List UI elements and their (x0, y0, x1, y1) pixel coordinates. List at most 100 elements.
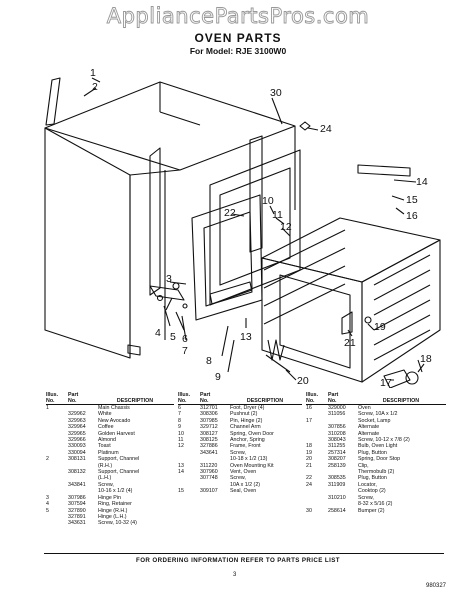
part-no-cell: 329962 (68, 411, 86, 418)
parts-row: 311056 Screw, 10A x 1/2 (306, 411, 446, 417)
callout-13: 13 (240, 331, 252, 343)
illus-no-cell: 4 (46, 501, 49, 508)
callout-20: 20 (297, 375, 309, 387)
part-no-cell: 330094 (68, 449, 86, 456)
callout-12: 12 (280, 221, 292, 233)
description-cell: Screw, (230, 475, 246, 482)
illus-no-cell: 21 (306, 462, 312, 469)
description-cell: Hinge Pin (98, 494, 121, 501)
description-cell: Cooktop (2) (358, 488, 386, 495)
callout-14: 14 (416, 176, 428, 188)
part-no-cell: 308125 (200, 437, 218, 444)
part-no-cell: 308535 (328, 475, 346, 482)
part-no-cell: 309107 (200, 488, 218, 495)
header-illus-no: Illus. No. (306, 392, 328, 405)
part-no-cell: 308131 (68, 456, 86, 463)
footer-rule (44, 553, 444, 554)
description-cell: Alternate (358, 424, 380, 431)
part-no-cell: 308132 (68, 469, 86, 476)
part-no-cell (68, 405, 98, 412)
part-no-cell: 308306 (200, 411, 218, 418)
illus-no-cell: 15 (178, 488, 184, 495)
part-no-cell: 329966 (68, 437, 86, 444)
description-cell: 10-18 x 1/2 (13) (230, 456, 268, 463)
header-part-no: Part No. (200, 392, 230, 405)
description-cell: Plug, Button (358, 449, 387, 456)
callout-19: 19 (374, 321, 386, 333)
description-cell: Golden Harvest (98, 430, 135, 437)
illus-no-cell: 14 (178, 469, 184, 476)
oven-cavity-side (361, 239, 441, 383)
part-no-cell: 257314 (328, 449, 346, 456)
description-cell: Pin, Hinge (2) (230, 417, 263, 424)
part-no-cell: 329963 (68, 417, 86, 424)
illus-no-cell: 20 (306, 456, 312, 463)
callout-24: 24 (320, 123, 332, 135)
illus-no-cell (46, 520, 68, 526)
watermark: AppliancePartsPros.com (106, 4, 370, 29)
header-part-no: Part No. (328, 392, 358, 405)
parts-row: (L.H.) (46, 475, 174, 481)
illus-no-cell: 24 (306, 481, 312, 488)
part-no-cell: 311056 (328, 411, 346, 418)
description-cell: Clip, (358, 462, 369, 469)
part-no-cell: 308207 (328, 456, 346, 463)
callout-10: 10 (262, 195, 274, 207)
description-cell: (R.H.) (98, 462, 113, 469)
callout-labels: 1 2 30 24 14 15 16 22 10 11 12 3 5 4 6 7… (90, 67, 432, 388)
illus-no-cell: 22 (306, 475, 312, 482)
callout-2: 2 (92, 81, 98, 93)
description-cell: Locator, (358, 481, 377, 488)
chassis-front (44, 127, 131, 359)
illus-no-cell: 19 (306, 449, 312, 456)
parts-row: 19 257314 Plug, Button (306, 450, 446, 456)
model-line: For Model: RJE 3100W0 (189, 46, 287, 56)
document-code: 980327 (426, 583, 447, 589)
parts-row: 2 308131 Support, Channel (46, 456, 174, 462)
illus-no-cell: 8 (178, 417, 181, 424)
callout-6: 6 (182, 333, 188, 345)
illus-no-cell: 7 (178, 411, 181, 418)
illus-no-cell: 2 (46, 456, 49, 463)
callout-21: 21 (344, 337, 356, 349)
description-cell: Foot, Dryer (4) (230, 405, 265, 411)
callout-16: 16 (406, 210, 418, 222)
part-no-cell: 327890 (68, 507, 86, 514)
part-no-cell: 327886 (200, 443, 218, 450)
callout-7: 7 (182, 345, 188, 357)
description-cell: Almond (98, 437, 116, 444)
part-no-cell: 343841 (68, 481, 86, 488)
part-no-cell: 312701 (200, 405, 218, 411)
parts-row: 8-32 x 5/16 (2) (306, 501, 446, 507)
illus-no-cell: 5 (46, 507, 49, 514)
part-no-cell: 343641 (200, 449, 218, 456)
illus-no-cell: 12 (178, 443, 184, 450)
description-cell: Spring, Oven Door (230, 430, 274, 437)
part-no-cell: 258614 (328, 507, 346, 514)
part-no-cell: 308043 (328, 437, 346, 444)
callout-22: 22 (224, 207, 236, 219)
description-cell: Screw, 10A x 1/2 (358, 411, 398, 418)
illus-no-cell: 6 (178, 405, 181, 411)
description-cell: Main Chassis (98, 405, 130, 411)
callout-18: 18 (420, 353, 432, 365)
parts-row: 10A x 1/2 (2) (178, 482, 302, 488)
description-cell: Support, Channel (98, 456, 140, 463)
